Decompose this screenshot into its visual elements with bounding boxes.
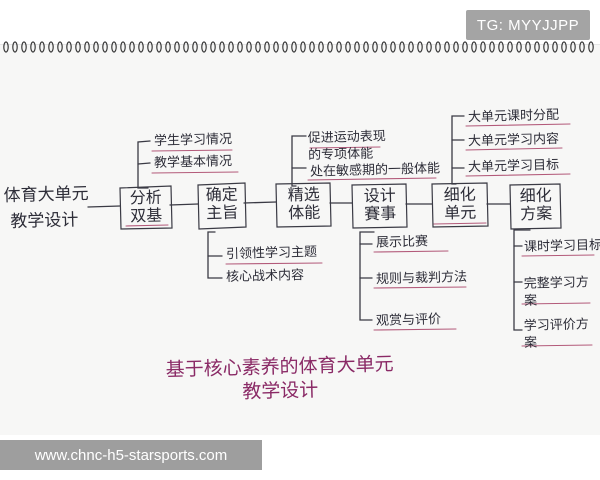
spiral-ring xyxy=(237,41,243,53)
spiral-ring xyxy=(534,41,540,53)
spiral-ring xyxy=(102,41,108,53)
spiral-ring xyxy=(57,41,63,53)
spiral-ring xyxy=(273,41,279,53)
topic-item: 核心战术内容 xyxy=(225,267,305,286)
spiral-ring xyxy=(363,41,369,53)
event-item: 展示比赛 xyxy=(375,234,429,251)
spiral-ring xyxy=(417,41,423,53)
root-node: 体育大单元 教学设计 xyxy=(3,183,89,232)
spiral-ring xyxy=(111,41,117,53)
spiral-ring xyxy=(12,41,18,53)
fitness-item: 处在敏感期的一般体能 xyxy=(309,161,441,180)
spiral-ring xyxy=(462,41,468,53)
spiral-ring xyxy=(498,41,504,53)
site-watermark: www.chnc-h5-starsports.com xyxy=(0,440,262,470)
spiral-ring xyxy=(579,41,585,53)
spiral-ring xyxy=(489,41,495,53)
plan-item: 学习评价方案 xyxy=(523,317,589,351)
spiral-ring xyxy=(120,41,126,53)
spiral-ring xyxy=(264,41,270,53)
spiral-ring xyxy=(381,41,387,53)
mindmap-caption: 基于核心素养的体育大单元 教学设计 xyxy=(149,353,410,407)
spiral-ring xyxy=(147,41,153,53)
spiral-ring xyxy=(354,41,360,53)
spiral-ring xyxy=(201,41,207,53)
root-line2: 教学设计 xyxy=(10,209,79,232)
spiral-ring xyxy=(480,41,486,53)
spiral-ring xyxy=(48,41,54,53)
spiral-ring xyxy=(516,41,522,53)
analyze-item: 教学基本情况 xyxy=(153,153,233,172)
spiral-ring xyxy=(129,41,135,53)
spiral-ring xyxy=(309,41,315,53)
spiral-ring xyxy=(453,41,459,53)
unit-item: 大单元课时分配 xyxy=(467,107,560,126)
plan-item: 课时学习目标 xyxy=(523,237,600,256)
spiral-ring xyxy=(372,41,378,53)
spiral-ring xyxy=(246,41,252,53)
spiral-ring xyxy=(219,41,225,53)
step-topic: 确定主旨 xyxy=(205,184,239,223)
spiral-ring xyxy=(399,41,405,53)
spiral-ring xyxy=(444,41,450,53)
spiral-binding xyxy=(3,41,594,53)
spiral-ring xyxy=(21,41,27,53)
spiral-ring xyxy=(318,41,324,53)
spiral-ring xyxy=(291,41,297,53)
spiral-ring xyxy=(156,41,162,53)
spiral-ring xyxy=(471,41,477,53)
spiral-ring xyxy=(183,41,189,53)
spiral-ring xyxy=(93,41,99,53)
spiral-ring xyxy=(561,41,567,53)
event-item: 观赏与评价 xyxy=(375,312,442,329)
spiral-ring xyxy=(192,41,198,53)
spiral-ring xyxy=(327,41,333,53)
spiral-ring xyxy=(300,41,306,53)
spiral-ring xyxy=(39,41,45,53)
plan-item: 完整学习方案 xyxy=(523,275,589,309)
spiral-ring xyxy=(138,41,144,53)
spiral-ring xyxy=(30,41,36,53)
spiral-ring xyxy=(255,41,261,53)
step-event: 设计賽事 xyxy=(363,185,397,224)
spiral-ring xyxy=(525,41,531,53)
step-plan: 细化方案 xyxy=(519,185,553,224)
analyze-item: 学生学习情况 xyxy=(153,131,233,150)
tg-badge: TG: MYYJJPP xyxy=(466,10,590,40)
topic-item: 引领性学习主题 xyxy=(225,244,318,263)
spiral-ring xyxy=(426,41,432,53)
spiral-ring xyxy=(174,41,180,53)
root-line1: 体育大单元 xyxy=(3,183,89,207)
step-analyze: 分析双基 xyxy=(129,187,163,226)
spiral-ring xyxy=(66,41,72,53)
step-fitness: 精选体能 xyxy=(287,184,321,223)
spiral-ring xyxy=(210,41,216,53)
spiral-ring xyxy=(507,41,513,53)
spiral-ring xyxy=(165,41,171,53)
notebook-page xyxy=(0,44,600,435)
fitness-item: 促进运动表现的专项体能 xyxy=(307,129,386,164)
spiral-ring xyxy=(390,41,396,53)
event-item: 规则与裁判方法 xyxy=(375,269,468,288)
spiral-ring xyxy=(84,41,90,53)
step-unit: 细化单元 xyxy=(443,184,477,223)
unit-item: 大单元学习目标 xyxy=(467,157,560,176)
spiral-ring xyxy=(552,41,558,53)
spiral-ring xyxy=(345,41,351,53)
spiral-ring xyxy=(435,41,441,53)
spiral-ring xyxy=(228,41,234,53)
spiral-ring xyxy=(588,41,594,53)
spiral-ring xyxy=(408,41,414,53)
spiral-ring xyxy=(336,41,342,53)
spiral-ring xyxy=(282,41,288,53)
spiral-ring xyxy=(570,41,576,53)
spiral-ring xyxy=(3,41,9,53)
spiral-ring xyxy=(543,41,549,53)
unit-item: 大单元学习内容 xyxy=(467,131,560,150)
spiral-ring xyxy=(75,41,81,53)
